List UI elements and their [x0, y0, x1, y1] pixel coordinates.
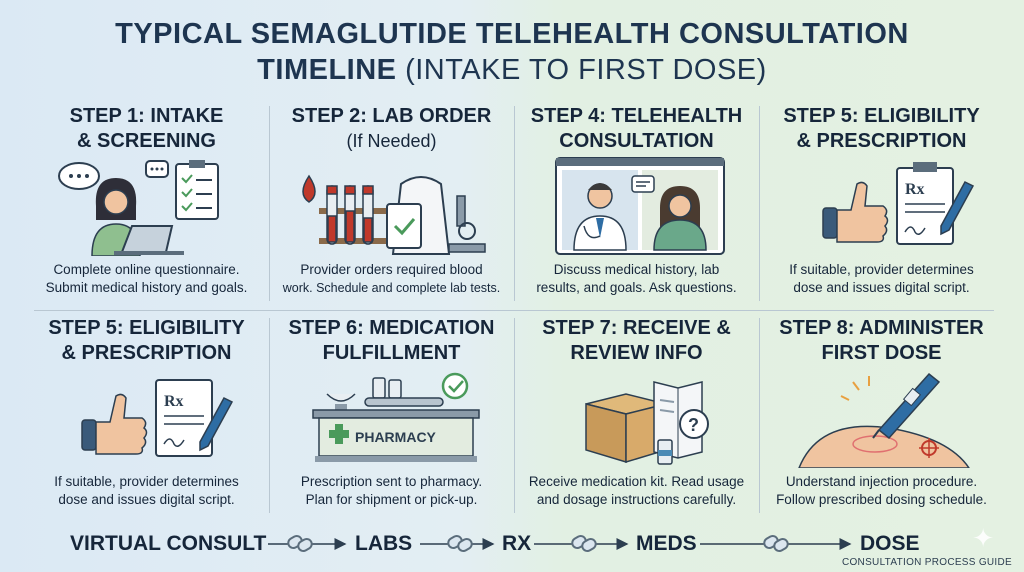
- step-description: Understand injection procedure. Follow p…: [759, 473, 1004, 509]
- divider: [514, 106, 515, 301]
- divider: [269, 318, 270, 513]
- step-desc-line1: Understand injection procedure.: [785, 474, 978, 489]
- divider: [759, 106, 760, 301]
- step-card-eligibility-2: STEP 5: ELIGIBILITY & PRESCRIPTION Rx If…: [24, 310, 269, 520]
- step-heading-line1: STEP 4: TELEHEALTH: [530, 105, 743, 127]
- step-heading: STEP 5: ELIGIBILITY & PRESCRIPTION: [759, 104, 1004, 154]
- svg-text:?: ?: [688, 415, 699, 435]
- step-heading-line1: STEP 2: LAB ORDER: [291, 105, 492, 127]
- step-card-first-dose: STEP 8: ADMINISTER FIRST DOSE Understand…: [759, 310, 1004, 520]
- step-heading-line2: REVIEW INFO: [570, 342, 703, 364]
- steps-grid: STEP 1: INTAKE & SCREENING Complete onli…: [24, 98, 1004, 518]
- step-heading-line1: STEP 1: INTAKE: [69, 105, 224, 127]
- step-desc-line1: Provider orders required blood: [300, 262, 483, 277]
- step-description: Prescription sent to pharmacy. Plan for …: [269, 473, 514, 509]
- step-heading-line1: STEP 8: ADMINISTER: [779, 317, 984, 339]
- thumbs-up-prescription-icon: Rx: [81, 379, 234, 457]
- flow-step-dose: DOSE: [860, 532, 920, 555]
- step-heading-line1: STEP 6: MEDICATION: [288, 317, 495, 339]
- chain-link-icon: [287, 535, 789, 552]
- pharmacy-counter-icon: PHARMACY: [312, 372, 480, 462]
- step-heading-line1: STEP 5: ELIGIBILITY: [783, 105, 980, 127]
- lab-tubes-icon: [302, 174, 486, 255]
- title-timeline: TIMELINE: [257, 54, 397, 86]
- step-card-receive: STEP 7: RECEIVE & REVIEW INFO ? Receive …: [514, 310, 759, 520]
- step-desc-line1: Receive medication kit. Read usage: [528, 474, 745, 489]
- footer-label: CONSULTATION PROCESS GUIDE: [841, 557, 1012, 568]
- step-desc-line2: Submit medical history and goals.: [45, 280, 248, 295]
- step-heading-line2: CONSULTATION: [559, 130, 714, 152]
- step-heading-line2: & PRESCRIPTION: [61, 342, 232, 364]
- step-desc-line2: dose and issues digital script.: [58, 492, 235, 507]
- person-laptop-icon: [58, 160, 219, 256]
- step-description: Discuss medical history, lab results, an…: [514, 261, 759, 297]
- thumbs-up-prescription-icon: Rx: [822, 162, 975, 245]
- step-desc-line1: Complete online questionnaire.: [53, 262, 240, 277]
- flow-step-rx: RX: [502, 532, 532, 555]
- step-heading-line1: STEP 7: RECEIVE &: [542, 317, 731, 339]
- step-heading: STEP 1: INTAKE & SCREENING: [24, 104, 269, 154]
- step-card-intake: STEP 1: INTAKE & SCREENING Complete onli…: [24, 98, 269, 308]
- row-divider: [34, 310, 994, 311]
- step-heading: STEP 5: ELIGIBILITY & PRESCRIPTION: [24, 316, 269, 366]
- step-description: Provider orders required blood work. Sch…: [269, 261, 514, 297]
- rx-symbol: Rx: [164, 393, 184, 410]
- step-desc-line2: results, and goals. Ask questions.: [536, 280, 737, 295]
- step-heading: STEP 2: LAB ORDER (If Needed): [269, 104, 514, 154]
- pharmacy-sign: PHARMACY: [355, 429, 437, 445]
- flow-step-meds: MEDS: [636, 532, 697, 555]
- step-desc-line2: and dosage instructions carefully.: [536, 492, 737, 507]
- step-description: Receive medication kit. Read usage and d…: [514, 473, 759, 509]
- step-description: If suitable, provider determines dose an…: [24, 473, 269, 509]
- divider: [514, 318, 515, 513]
- title-line-1: TYPICAL SEMAGLUTIDE TELEHEALTH CONSULTAT…: [115, 18, 909, 50]
- step-heading-line2: & SCREENING: [77, 130, 216, 152]
- step-card-lab-order: STEP 2: LAB ORDER (If Needed) Provider o…: [269, 98, 514, 308]
- step-heading-line1: STEP 5: ELIGIBILITY: [48, 317, 245, 339]
- step-heading-line2: FIRST DOSE: [821, 342, 942, 364]
- process-flow: VIRTUAL CONSULT LABS RX MEDS DOSE: [0, 526, 1024, 562]
- step-desc-line1: Prescription sent to pharmacy.: [300, 474, 483, 489]
- step-heading: STEP 6: MEDICATION FULFILLMENT: [269, 316, 514, 366]
- step-description: If suitable, provider determines dose an…: [759, 261, 1004, 297]
- step-heading: STEP 4: TELEHEALTH CONSULTATION: [514, 104, 759, 154]
- step-heading-line2: FULFILLMENT: [322, 342, 461, 364]
- step-card-telehealth: STEP 4: TELEHEALTH CONSULTATION Discuss …: [514, 98, 759, 308]
- step-heading-line2: & PRESCRIPTION: [796, 130, 967, 152]
- step-card-fulfillment: STEP 6: MEDICATION FULFILLMENT PHARMACY …: [269, 310, 514, 520]
- flow-step-labs: LABS: [355, 532, 413, 555]
- flow-connectors: [268, 535, 852, 552]
- step-description: Complete online questionnaire. Submit me…: [24, 261, 269, 297]
- sparkle-icon: ✦: [972, 523, 994, 553]
- title-line-2: TIMELINE (INTAKE TO FIRST DOSE): [0, 52, 1024, 88]
- divider: [759, 318, 760, 513]
- video-call-icon: [555, 157, 725, 255]
- step-card-eligibility: STEP 5: ELIGIBILITY & PRESCRIPTION Rx If…: [759, 98, 1004, 308]
- step-desc-line2: dose and issues digital script.: [793, 280, 970, 295]
- step-desc-line2: Follow prescribed dosing schedule.: [776, 492, 987, 507]
- step-desc-line2: Plan for shipment or pick-up.: [305, 492, 478, 507]
- step-heading: STEP 7: RECEIVE & REVIEW INFO: [514, 316, 759, 366]
- step-desc-line1: Discuss medical history, lab: [553, 262, 720, 277]
- package-info-icon: ?: [585, 381, 709, 465]
- step-desc-line1: If suitable, provider determines: [54, 474, 239, 489]
- divider: [269, 106, 270, 301]
- step-heading: STEP 8: ADMINISTER FIRST DOSE: [759, 316, 1004, 366]
- title-subtitle: (INTAKE TO FIRST DOSE): [405, 54, 767, 86]
- step-heading-line2: (If Needed): [346, 131, 437, 151]
- rx-symbol: Rx: [905, 181, 925, 198]
- step-desc-line1: If suitable, provider determines: [789, 262, 974, 277]
- page-title: TYPICAL SEMAGLUTIDE TELEHEALTH CONSULTAT…: [0, 16, 1024, 88]
- flow-step-virtual-consult: VIRTUAL CONSULT: [70, 532, 267, 555]
- injection-pen-icon: [798, 372, 970, 468]
- step-desc-line2: work. Schedule and complete lab tests.: [282, 281, 501, 295]
